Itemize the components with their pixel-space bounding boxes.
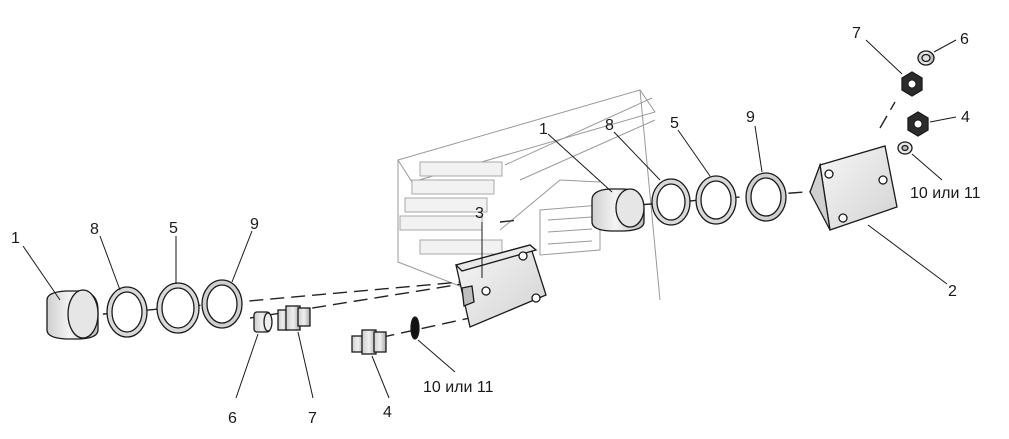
callout-top-7: 7	[852, 25, 861, 42]
left-ring-8	[106, 286, 148, 338]
callout-left-9: 9	[250, 216, 259, 233]
callout-center-3: 3	[475, 205, 484, 222]
right-ring-5	[695, 175, 737, 225]
callout-right-8: 8	[605, 117, 614, 134]
callout-left-8: 8	[90, 221, 99, 238]
callout-right-10-11: 10 или 11	[910, 185, 981, 202]
left-bushing-1	[46, 289, 99, 340]
left-ring-5	[156, 282, 200, 334]
left-nut-6	[253, 311, 273, 333]
callout-left-4: 4	[383, 404, 392, 421]
callout-left-6: 6	[228, 410, 237, 427]
left-ring-9	[201, 279, 243, 329]
callout-left-5: 5	[169, 220, 178, 237]
callout-right-5: 5	[670, 115, 679, 132]
right-bracket-2	[809, 145, 898, 231]
leader-lines	[22, 39, 957, 399]
callout-left-1: 1	[11, 230, 20, 247]
callout-left-10-11: 10 или 11	[423, 379, 494, 396]
top-fitting-4	[907, 111, 929, 137]
right-bushing-1	[591, 188, 645, 232]
callout-top-4: 4	[961, 109, 970, 126]
callout-labels: 1 8 5 9 6 7 4 10 или 11 3 1 8 5 9 2 7 6 …	[11, 25, 981, 427]
vehicle-frame-ghost	[397, 89, 661, 301]
callout-right-1: 1	[539, 121, 548, 138]
right-ring-8	[651, 178, 691, 226]
left-fitting-4	[351, 329, 387, 355]
center-bracket-3	[454, 244, 547, 328]
top-nut-6	[917, 50, 935, 66]
callout-right-9: 9	[746, 109, 755, 126]
top-fitting-7	[901, 71, 923, 97]
top-washer-10-11	[897, 141, 913, 155]
callout-right-2: 2	[948, 283, 957, 300]
callout-top-6: 6	[960, 31, 969, 48]
callout-left-7: 7	[308, 410, 317, 427]
left-fitting-7	[277, 305, 311, 331]
left-washer-10-11	[410, 316, 420, 340]
right-ring-9	[745, 172, 787, 222]
